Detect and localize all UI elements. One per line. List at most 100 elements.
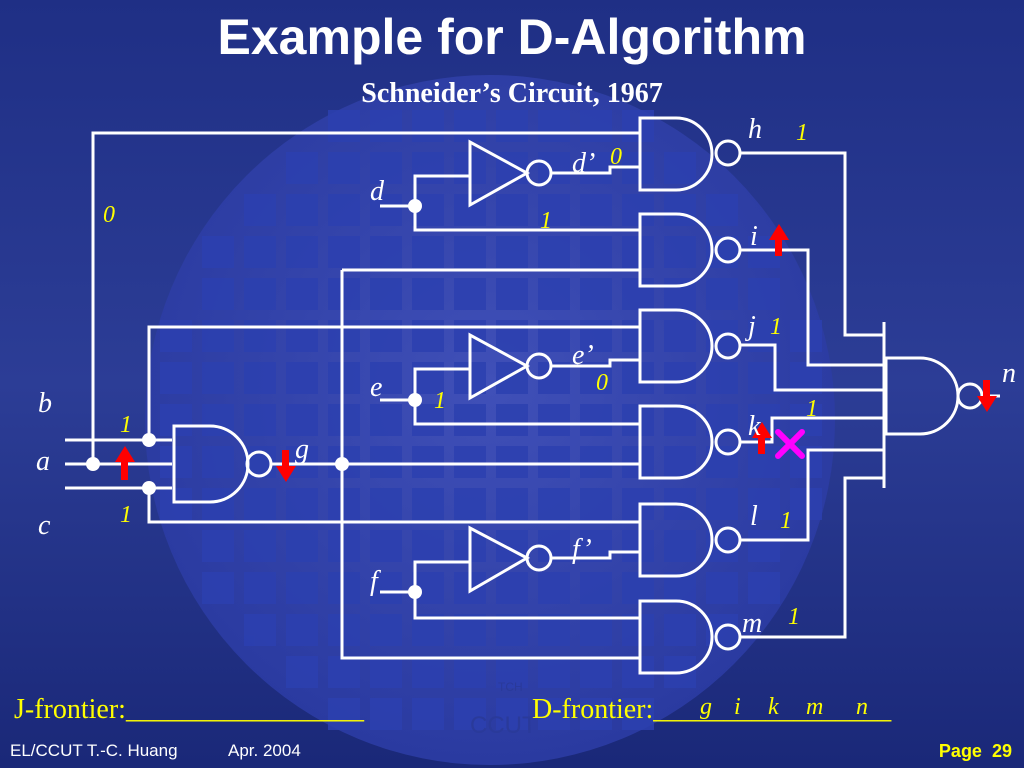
grid-square xyxy=(790,404,822,436)
wire-a-to-h xyxy=(91,131,640,464)
junction-d xyxy=(408,199,422,213)
grid-square xyxy=(370,278,402,310)
grid-square xyxy=(412,320,444,352)
value-e-branch: 1 xyxy=(434,388,446,414)
grid-square xyxy=(244,236,276,268)
grid-square xyxy=(454,488,486,520)
grid-square xyxy=(370,110,402,142)
grid-square xyxy=(622,404,654,436)
grid-square xyxy=(328,152,360,184)
grid-square xyxy=(370,194,402,226)
grid-square xyxy=(202,488,234,520)
grid-square xyxy=(202,572,234,604)
arrow-up-a xyxy=(115,446,135,480)
grid-square xyxy=(202,278,234,310)
wire-c-to-l xyxy=(147,488,640,524)
grid-square xyxy=(412,488,444,520)
grid-square xyxy=(370,320,402,352)
grid-square xyxy=(328,110,360,142)
value-c: 1 xyxy=(120,502,132,528)
grid-square xyxy=(580,278,612,310)
grid-square xyxy=(664,194,696,226)
value-m: 1 xyxy=(788,604,800,630)
grid-square xyxy=(538,656,570,688)
label-g: g xyxy=(295,434,309,465)
wire-ep-to-j xyxy=(552,358,640,368)
value-h: 1 xyxy=(796,120,808,146)
grid-square xyxy=(496,152,528,184)
value-k: 1 xyxy=(806,396,818,422)
grid-square xyxy=(244,488,276,520)
grid-square xyxy=(496,446,528,478)
grid-square xyxy=(790,488,822,520)
grid-square xyxy=(664,320,696,352)
grid-square xyxy=(664,446,696,478)
label-ep: e’ xyxy=(572,340,594,371)
grid-square xyxy=(454,656,486,688)
arrow-down-g xyxy=(276,450,296,482)
label-dp: d’ xyxy=(572,148,595,179)
watermark-tch: TCH xyxy=(498,680,523,694)
grid-square xyxy=(244,530,276,562)
grid-square xyxy=(370,614,402,646)
grid-square xyxy=(412,404,444,436)
wire-m-to-n xyxy=(740,476,885,639)
grid-square xyxy=(622,698,654,730)
fault-x-icon xyxy=(775,429,805,459)
page-subtitle: Schneider’s Circuit, 1967 xyxy=(361,78,663,109)
label-a: a xyxy=(36,446,50,477)
grid-square xyxy=(244,572,276,604)
grid-square xyxy=(496,320,528,352)
grid-square xyxy=(328,362,360,394)
grid-square xyxy=(412,278,444,310)
grid-square xyxy=(496,194,528,226)
grid-square xyxy=(664,152,696,184)
grid-square xyxy=(538,236,570,268)
junction-b xyxy=(142,433,156,447)
grid-square xyxy=(580,572,612,604)
grid-square xyxy=(286,152,318,184)
value-ep: 0 xyxy=(596,370,608,396)
wire-h-to-n xyxy=(740,151,885,337)
grid-square xyxy=(244,614,276,646)
grid-square xyxy=(202,320,234,352)
grid-square xyxy=(496,698,528,730)
grid-square xyxy=(328,404,360,436)
page-title: Example for D-Algorithm xyxy=(217,9,807,65)
watermark-ccut: CCUT xyxy=(470,712,537,739)
grid-square xyxy=(538,572,570,604)
grid-square xyxy=(370,656,402,688)
grid-square xyxy=(202,236,234,268)
d-frontier-item: n xyxy=(856,694,868,720)
value-j: 1 xyxy=(770,314,782,340)
grid-square xyxy=(622,236,654,268)
grid-square xyxy=(286,320,318,352)
grid-square xyxy=(328,614,360,646)
grid-square xyxy=(454,404,486,436)
wire-g-bus xyxy=(340,270,640,660)
label-j: j xyxy=(745,311,756,342)
grid-square xyxy=(160,488,192,520)
grid-square xyxy=(748,488,780,520)
label-m: m xyxy=(742,608,762,639)
grid-square xyxy=(748,236,780,268)
d-frontier-item: k xyxy=(768,694,779,720)
junction-f xyxy=(408,585,422,599)
junction-g xyxy=(335,457,349,471)
grid-square xyxy=(370,572,402,604)
d-frontier-item: g xyxy=(700,694,712,720)
grid-square xyxy=(328,278,360,310)
grid-square xyxy=(328,488,360,520)
j-frontier-blank: _________________ xyxy=(125,694,364,725)
grid-square xyxy=(328,530,360,562)
label-i: i xyxy=(750,221,758,252)
grid-square xyxy=(748,530,780,562)
grid-square xyxy=(160,320,192,352)
grid-square xyxy=(622,278,654,310)
grid-square xyxy=(538,320,570,352)
grid-square xyxy=(538,152,570,184)
d-frontier-item: i xyxy=(734,694,741,720)
grid-square xyxy=(286,530,318,562)
grid-square xyxy=(412,362,444,394)
inverter-d xyxy=(468,139,553,208)
